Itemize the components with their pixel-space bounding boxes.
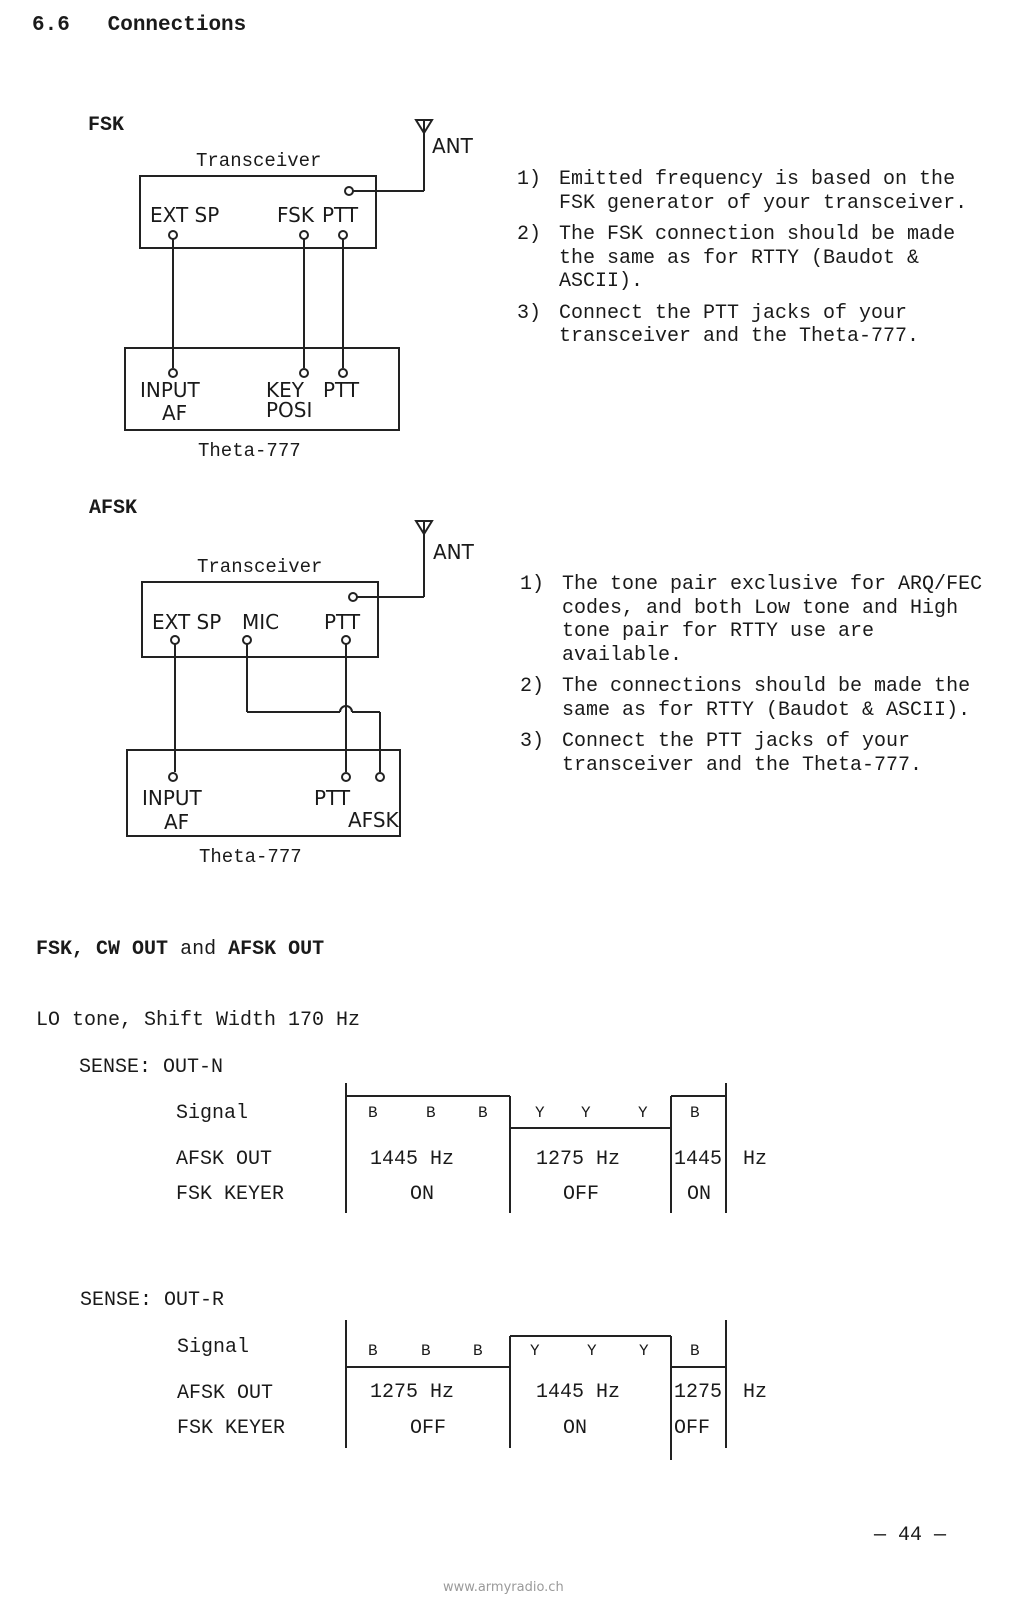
timing-lines-out-n: [345, 1083, 727, 1213]
signal-cell: B: [690, 1342, 700, 1360]
fsk-notes-list: 1)Emitted frequency is based on the FSK …: [517, 168, 987, 357]
fsk-cell: ON: [687, 1183, 712, 1206]
signal-cell: B: [421, 1342, 431, 1360]
fsk-posi-label: POSI: [266, 398, 313, 422]
fsk-theta-box: [124, 347, 400, 431]
signal-cell: B: [368, 1104, 378, 1122]
afsk-cell: 1445 Hz: [370, 1148, 455, 1171]
afsk-heading: AFSK: [89, 497, 138, 520]
sense-out-n-label: SENSE: OUT-N: [79, 1056, 224, 1079]
afsk-transceiver-box: [141, 581, 379, 658]
row-signal-label: Signal: [177, 1336, 250, 1359]
signal-cell: Y: [581, 1104, 591, 1122]
watermark: www.armyradio.ch: [443, 1580, 564, 1595]
fsk-ptt-label: PTT: [322, 203, 359, 227]
signal-cell: Y: [639, 1342, 649, 1360]
fsk-antenna-icon: [353, 119, 434, 192]
section-title: Connections: [107, 14, 247, 37]
list-item: 1)The tone pair exclusive for ARQ/FEC co…: [520, 573, 983, 667]
fsk-cell: OFF: [563, 1183, 600, 1206]
row-afsk-label: AFSK OUT: [177, 1382, 274, 1405]
fsk-input-label: INPUT: [140, 378, 200, 402]
afsk-mic-label: MIC: [242, 610, 280, 634]
row-fsk-label: FSK KEYER: [176, 1183, 285, 1206]
fsk-key-label: KEY: [266, 378, 304, 402]
timing-lines-out-r: [345, 1320, 727, 1460]
signal-cell: B: [690, 1104, 700, 1122]
afsk-input-label: INPUT: [142, 786, 202, 810]
afsk-ext-sp-label: EXT SP: [152, 610, 222, 634]
signal-cell: B: [368, 1342, 378, 1360]
fsk-cell: ON: [410, 1183, 435, 1206]
signal-cell: B: [426, 1104, 436, 1122]
afsk-af-label: AF: [164, 810, 190, 834]
fsk-theta-label: Theta-777: [198, 440, 301, 462]
lo-tone-label: LO tone, Shift Width 170 Hz: [36, 1009, 361, 1032]
list-item: 2)The connections should be made the sam…: [520, 675, 971, 722]
signal-cell: Y: [638, 1104, 648, 1122]
list-item: 3)Connect the PTT jacks of your transcei…: [517, 301, 920, 349]
row-signal-label: Signal: [176, 1102, 249, 1125]
afsk-cell: 1275: [674, 1381, 723, 1404]
afsk-cell: 1275 Hz: [536, 1148, 621, 1171]
section-heading: 6.6 Connections: [32, 14, 246, 37]
fsk-ext-sp-label: EXT SP: [150, 203, 220, 227]
afsk-cell: 1445 Hz: [536, 1381, 621, 1404]
section-number: 6.6: [32, 14, 70, 37]
row-afsk-label: AFSK OUT: [176, 1148, 273, 1171]
fsk-ant-label: ANT: [432, 134, 473, 158]
fsk-ptt-in-label: PTT: [323, 378, 360, 402]
afsk-afsk-label: AFSK: [348, 808, 399, 832]
signal-cell: Y: [535, 1104, 545, 1122]
afsk-ptt-in-label: PTT: [314, 786, 351, 810]
fsk-heading: FSK: [88, 114, 125, 137]
signal-cell: B: [478, 1104, 488, 1122]
afsk-ant-label: ANT: [433, 540, 474, 564]
fsk-transceiver-label: Transceiver: [196, 150, 322, 172]
afsk-notes-list: 1)The tone pair exclusive for ARQ/FEC co…: [520, 573, 990, 785]
page-number: — 44 —: [874, 1524, 947, 1547]
outputs-heading: FSK, CW OUT and AFSK OUT: [36, 938, 325, 961]
list-item: 2)The FSK connection should be made the …: [517, 223, 956, 293]
afsk-cell: 1275 Hz: [370, 1381, 455, 1404]
afsk-cell: 1445: [674, 1148, 723, 1171]
unit-label: Hz: [743, 1148, 768, 1171]
sense-out-r-label: SENSE: OUT-R: [80, 1289, 225, 1312]
fsk-af-label: AF: [162, 401, 188, 425]
signal-cell: Y: [530, 1342, 540, 1360]
list-item: 3)Connect the PTT jacks of your transcei…: [520, 730, 923, 777]
fsk-fsk-label: FSK: [277, 203, 314, 227]
afsk-theta-label: Theta-777: [199, 846, 302, 868]
unit-label: Hz: [743, 1381, 768, 1404]
signal-cell: Y: [587, 1342, 597, 1360]
signal-cell: B: [473, 1342, 483, 1360]
fsk-cell: ON: [563, 1417, 588, 1440]
afsk-antenna-icon: [357, 520, 434, 598]
fsk-cell: OFF: [674, 1417, 711, 1440]
fsk-transceiver-box: [139, 175, 377, 249]
afsk-transceiver-label: Transceiver: [197, 556, 323, 578]
afsk-theta-box: [126, 749, 401, 837]
afsk-ptt-label: PTT: [324, 610, 361, 634]
fsk-cell: OFF: [410, 1417, 447, 1440]
row-fsk-label: FSK KEYER: [177, 1417, 286, 1440]
list-item: 1)Emitted frequency is based on the FSK …: [517, 168, 968, 215]
